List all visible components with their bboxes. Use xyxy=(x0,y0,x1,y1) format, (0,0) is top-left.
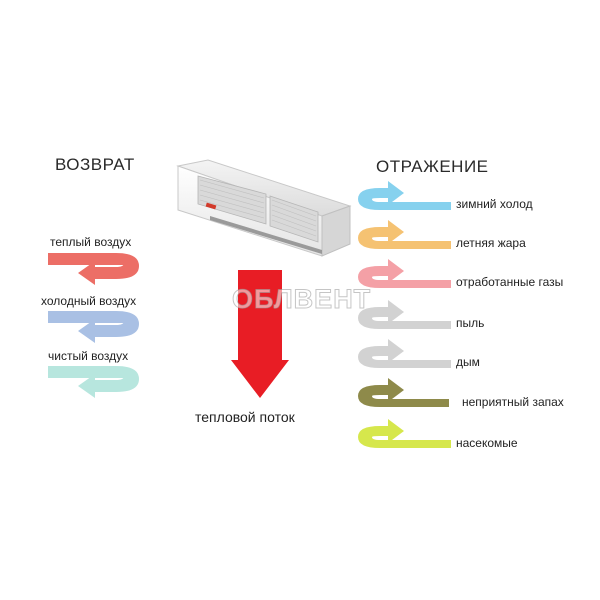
reflect-label-dust: пыль xyxy=(456,316,485,330)
reflect-arrow-insects-icon xyxy=(358,419,451,448)
reflect-title: ОТРАЖЕНИЕ xyxy=(376,157,489,176)
reflect-arrow-summer-heat-icon xyxy=(358,220,451,249)
heat-flow-arrow-icon xyxy=(231,270,289,398)
reflect-arrow-exhaust-gases-icon xyxy=(358,259,451,288)
reflect-arrow-dust-icon xyxy=(358,300,451,329)
reflect-label-bad-smell: неприятный запах xyxy=(462,395,564,409)
reflect-label-summer-heat: летняя жара xyxy=(456,236,526,250)
watermark: ОБЛВЕНТ xyxy=(231,284,372,315)
return-arrow-cold-air-shape xyxy=(48,311,139,343)
reflect-label-exhaust-gases: отработанные газы xyxy=(456,275,564,289)
reflect-arrow-smoke-icon xyxy=(358,339,451,368)
return-arrow-warm-air-shape xyxy=(48,253,139,285)
heat-flow-label: тепловой поток xyxy=(195,409,295,425)
return-label-clean-air: чистый воздух xyxy=(48,349,129,363)
reflect-label-winter-cold: зимний холод xyxy=(456,197,533,211)
return-label-warm-air: теплый воздух xyxy=(50,235,132,249)
reflect-arrow-bad-smell-icon xyxy=(358,378,449,407)
return-label-cold-air: холодный воздух xyxy=(41,294,137,308)
reflect-arrow-winter-cold-icon xyxy=(358,181,451,210)
reflect-label-smoke: дым xyxy=(456,355,480,369)
watermark-text: ОБЛВЕНТ xyxy=(231,284,372,315)
reflect-label-insects: насекомые xyxy=(456,436,518,450)
return-title: ВОЗВРАТ xyxy=(55,155,135,174)
air-curtain-unit-icon xyxy=(176,159,352,257)
heat-flow-arrow-shape xyxy=(231,270,289,398)
return-arrow-clean-air-shape xyxy=(48,366,139,398)
